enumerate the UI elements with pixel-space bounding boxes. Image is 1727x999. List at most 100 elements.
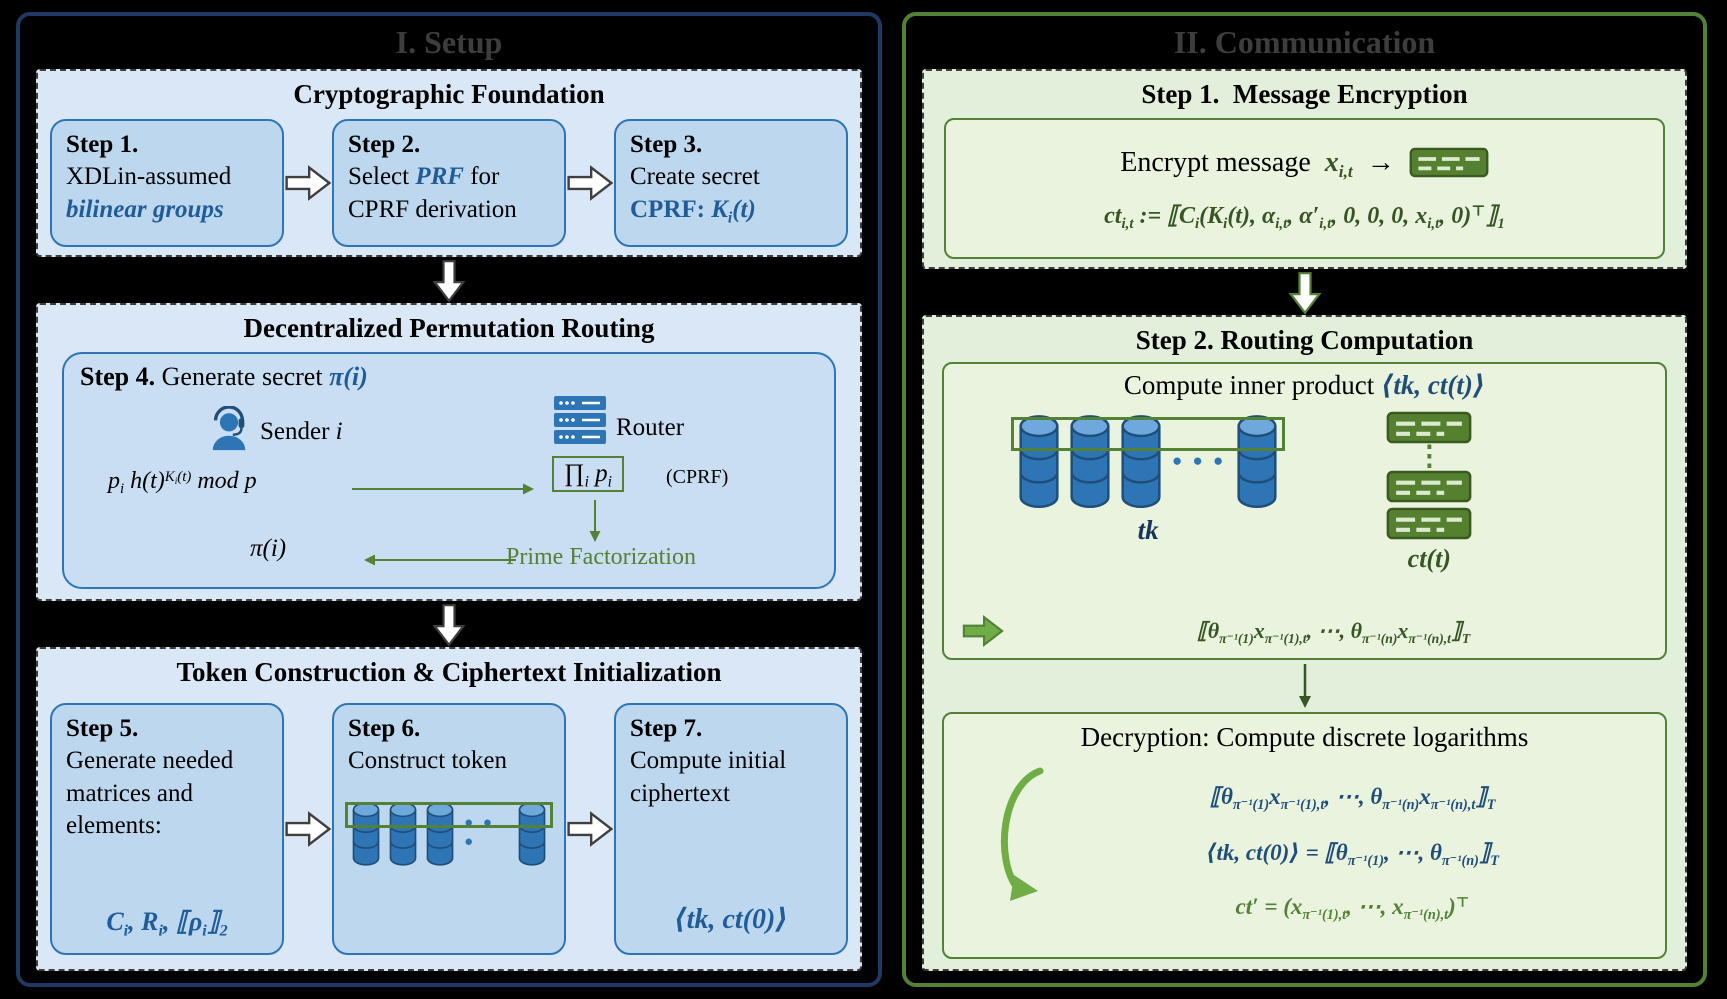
- step-3-cprf: CPRF:: [630, 195, 712, 223]
- step-2-label-line: Step 2.: [348, 129, 550, 162]
- token-vector-graphic: ● ● ● tk: [1011, 405, 1286, 546]
- sender-label-text: Sender: [260, 418, 330, 446]
- tk-label: tk: [1137, 515, 1159, 545]
- step-2-label: Step 2.: [348, 130, 421, 158]
- flow-down-arrow: [922, 271, 1687, 315]
- inner-product-result-row: ⟦θπ⁻¹(1)xπ⁻¹(1),t, ⋯, θπ⁻¹(n)xπ⁻¹(n),t⟧T: [958, 614, 1651, 652]
- down-block-arrow-icon: [433, 260, 465, 303]
- communication-panel-title: II. Communication: [1173, 24, 1436, 60]
- routing-computation-title: Step 2. Routing Computation: [1135, 325, 1474, 355]
- decryption-line-3: ct′ = (xπ⁻¹(1),t, ⋯, xπ⁻¹(n),t)⊤: [1235, 894, 1470, 924]
- step-6-box: Step 6. Construct token ● ● ●: [332, 702, 566, 955]
- foundation-section: Cryptographic Foundation Step 1. XDLin-a…: [36, 69, 862, 258]
- foundation-section-title: Cryptographic Foundation: [293, 79, 605, 109]
- foundation-steps-row: Step 1. XDLin-assumed bilinear groups St…: [50, 116, 848, 249]
- right-block-arrow-icon: [567, 812, 613, 846]
- encryption-box: Encrypt message xi,t → cti,t := ⟦Ci(Ki(t…: [944, 118, 1665, 259]
- prime-factorization-label: Prime Factorization: [506, 544, 696, 571]
- inner-product-text: Compute inner product: [1123, 370, 1375, 400]
- send-to-router-arrow: [352, 483, 534, 495]
- encrypt-message-text: Encrypt message: [1120, 146, 1311, 178]
- token-section: Token Construction & Ciphertext Initiali…: [36, 647, 862, 971]
- tk-selection-rect: [1011, 417, 1286, 451]
- inner-product-title: Compute inner product ⟨tk, ct(t)⟩: [958, 370, 1651, 401]
- ciphertext-vector-graphic: ⋮ ct(t): [1386, 411, 1472, 574]
- step-6-label: Step 6.: [348, 714, 421, 742]
- step-2-box: Step 2. Select PRF for CPRF derivation: [332, 118, 566, 247]
- tk-cylinders: ● ● ●: [1011, 409, 1286, 513]
- communication-panel: II. Communication Step 1. Message Encryp…: [902, 12, 1707, 987]
- return-permutation-arrow: [364, 554, 516, 566]
- step-7-box: Step 7. Compute initial ciphertext ⟨tk, …: [614, 702, 848, 955]
- step-1-text: XDLin-assumed: [66, 163, 232, 191]
- token-selection-rect: [345, 801, 553, 828]
- step-2-prf-highlight: PRF: [415, 163, 464, 191]
- step-4-label: Step 4.: [80, 362, 156, 392]
- token-section-title: Token Construction & Ciphertext Initiali…: [176, 657, 722, 688]
- routing-section-title: Decentralized Permutation Routing: [243, 313, 655, 344]
- step-5-text2: matrices and: [66, 779, 194, 807]
- step-3-label: Step 3.: [630, 130, 703, 158]
- down-block-arrow-icon: [433, 604, 465, 647]
- step-1-label-line: Step 1.: [66, 129, 268, 162]
- router-label: Router: [616, 414, 685, 442]
- sender-index: i: [335, 418, 343, 446]
- decryption-lines: ⟦θπ⁻¹(1)xπ⁻¹(1),t, ⋯, θπ⁻¹(n)xπ⁻¹(n),t⟧T…: [958, 755, 1651, 949]
- ciphertext-message-icon: [1408, 147, 1489, 179]
- step-4-line: Step 4. Generate secret π(i): [80, 362, 368, 392]
- ciphertext-message-icon: [1386, 411, 1472, 444]
- down-block-arrow-icon: [1289, 272, 1320, 314]
- step-7-text1: Compute initial: [630, 747, 787, 775]
- to-decryption-arrow: [936, 664, 1673, 708]
- inner-product-box: Compute inner product ⟨tk, ct(t)⟩ ● ● ● …: [942, 362, 1667, 660]
- step-7-label-line: Step 7.: [630, 713, 832, 746]
- thin-down-arrow-icon: [1298, 664, 1311, 708]
- flow-down-arrow: [36, 603, 862, 647]
- step-1-highlight: bilinear groups: [66, 195, 224, 223]
- setup-panel: I. Setup Cryptographic Foundation Step 1…: [16, 12, 882, 987]
- step-3-formula-line: CPRF: Ki(t): [630, 194, 832, 227]
- step-6-label-line: Step 6.: [348, 713, 550, 746]
- step-2-pre: Select: [348, 163, 410, 191]
- sender-icon: [211, 406, 247, 453]
- decryption-line-2: ⟨tk, ct(0)⟩ = ⟦θπ⁻¹(1), ⋯, θπ⁻¹(n)⟧T: [1205, 839, 1500, 869]
- step-7-text2: ciphertext: [630, 779, 730, 807]
- encryption-section: Step 1. Message Encryption Encrypt messa…: [922, 69, 1687, 269]
- product-box: ∏i pi: [552, 456, 624, 493]
- decryption-title: Decryption: Compute discrete logarithms: [1080, 722, 1529, 752]
- step-5-text3: elements:: [66, 812, 162, 840]
- decryption-line-1: ⟦θπ⁻¹(1)xπ⁻¹(1),t, ⋯, θπ⁻¹(n)xπ⁻¹(n),t⟧T: [1209, 783, 1496, 813]
- token-steps-row: Step 5. Generate needed matrices and ele…: [50, 694, 848, 963]
- decryption-box: Decryption: Compute discrete logarithms …: [942, 712, 1667, 959]
- maps-to-arrow: →: [1366, 146, 1395, 178]
- ciphertext-message-icon: [1386, 470, 1472, 503]
- sender-cprf-formula: pi h(t)Ki(t) mod p: [108, 468, 257, 498]
- step-5-text1: Generate needed: [66, 747, 234, 775]
- sender-label: Sender i: [260, 418, 343, 446]
- inner-product-result: ⟦θπ⁻¹(1)xπ⁻¹(1),t, ⋯, θπ⁻¹(n)xπ⁻¹(n),t⟧T: [1196, 618, 1471, 646]
- right-block-arrow-icon: [285, 166, 331, 200]
- ellipsis-dots: ● ● ●: [1172, 451, 1227, 470]
- token-cylinders-graphic: ● ● ●: [345, 796, 553, 871]
- ciphertext-formula: cti,t := ⟦Ci(Ki(t), αi,t, α′i,t, 0, 0, 0…: [1104, 203, 1505, 233]
- step-3-label-line: Step 3.: [630, 129, 832, 162]
- step-7-formula: ⟨tk, ct(0)⟩: [673, 904, 789, 936]
- step-2-text: Select PRF for: [348, 161, 550, 194]
- step-4-text: Generate secret: [161, 362, 323, 392]
- routing-computation-section: Step 2. Routing Computation Compute inne…: [922, 315, 1687, 971]
- step-5-label: Step 5.: [66, 714, 139, 742]
- encryption-section-title: Step 1. Message Encryption: [1141, 79, 1468, 109]
- inner-product-formula: ⟨tk, ct(t)⟩: [1381, 370, 1486, 400]
- step-3-box: Step 3. Create secret CPRF: Ki(t): [614, 118, 848, 247]
- setup-panel-title: I. Setup: [395, 24, 503, 60]
- encrypt-message-line: Encrypt message xi,t →: [960, 146, 1649, 180]
- step-4-formula: π(i): [329, 362, 368, 392]
- factorization-arrow: [589, 500, 601, 543]
- step-5-box: Step 5. Generate needed matrices and ele…: [50, 702, 284, 955]
- ct-label: ct(t): [1407, 543, 1451, 573]
- step-2-mid: for: [470, 163, 500, 191]
- step-7-label: Step 7.: [630, 714, 703, 742]
- permutation-output: π(i): [250, 535, 287, 563]
- vertical-ellipsis: ⋮: [1415, 441, 1444, 472]
